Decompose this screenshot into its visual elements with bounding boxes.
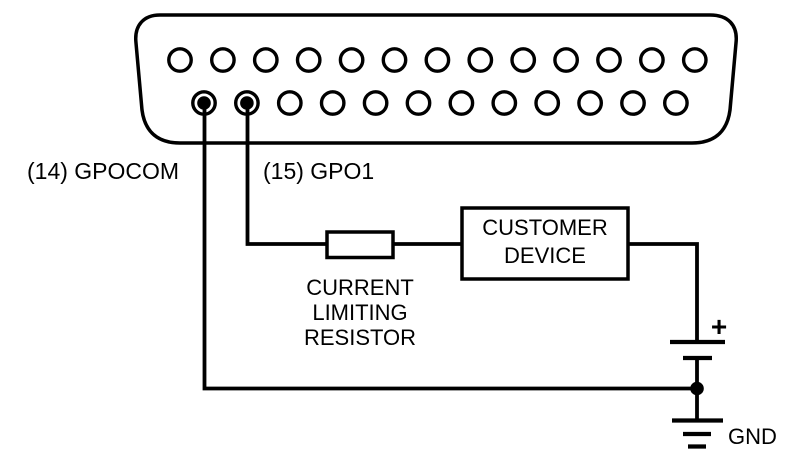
pin-hole-top-3 — [252, 47, 279, 73]
pin-hole-bottom-18 — [362, 90, 389, 116]
pin-hole-bottom-22 — [534, 90, 561, 116]
pin-hole-bottom-19 — [405, 90, 432, 116]
ground-symbol — [672, 418, 723, 449]
customer-device-box — [460, 206, 630, 281]
pin-hole-top-10 — [553, 47, 579, 73]
pin-14-contact — [197, 96, 211, 110]
device-label-line2: DEVICE — [504, 243, 586, 268]
db25-connector-outline — [134, 13, 738, 145]
pin-hole-top-4 — [295, 47, 322, 73]
pin14-label: (14) GPOCOM — [27, 158, 179, 184]
pin-hole-top-2 — [209, 47, 236, 73]
wire-device-to-battery — [628, 242, 699, 342]
diagram-root — [134, 13, 738, 449]
device-label-line1: CUSTOMER — [482, 215, 608, 240]
pin-hole-top-5 — [338, 47, 365, 73]
pin-hole-top-13 — [681, 47, 708, 73]
resistor-symbol — [325, 230, 395, 260]
pin-15-contact — [240, 96, 254, 110]
pin-hole-top-9 — [510, 47, 537, 73]
pin15-label: (15) GPO1 — [263, 158, 374, 184]
battery-symbol — [670, 339, 725, 361]
resistor-label-line1: CURRENT — [306, 275, 414, 300]
pin-hole-bottom-25 — [663, 90, 689, 116]
pin-hole-bottom-21 — [491, 90, 518, 116]
connector-pin-contacts — [197, 96, 254, 110]
pin-hole-top-11 — [596, 47, 622, 73]
pin-hole-bottom-16 — [276, 90, 303, 116]
pin-hole-top-8 — [467, 47, 494, 73]
pin-hole-top-12 — [639, 47, 665, 73]
resistor-label-line3: RESISTOR — [304, 325, 416, 350]
connector-pin-holes — [167, 47, 708, 116]
pin-hole-bottom-24 — [620, 90, 646, 116]
pin-hole-bottom-17 — [319, 90, 346, 116]
ground-label: GND — [728, 424, 777, 449]
pin-hole-bottom-20 — [448, 90, 475, 116]
pin-hole-bottom-23 — [577, 90, 603, 116]
pin-hole-top-1 — [167, 47, 193, 73]
wire-gpo1-to-resistor — [245, 103, 327, 246]
pin-hole-top-7 — [424, 47, 451, 73]
junction-dot — [690, 381, 704, 396]
wires — [202, 103, 699, 420]
pin-hole-top-6 — [381, 47, 408, 73]
battery-plus-label: + — [711, 311, 727, 342]
resistor-label-line2: LIMITING — [312, 300, 407, 325]
wire-gpocom-return — [202, 103, 697, 391]
